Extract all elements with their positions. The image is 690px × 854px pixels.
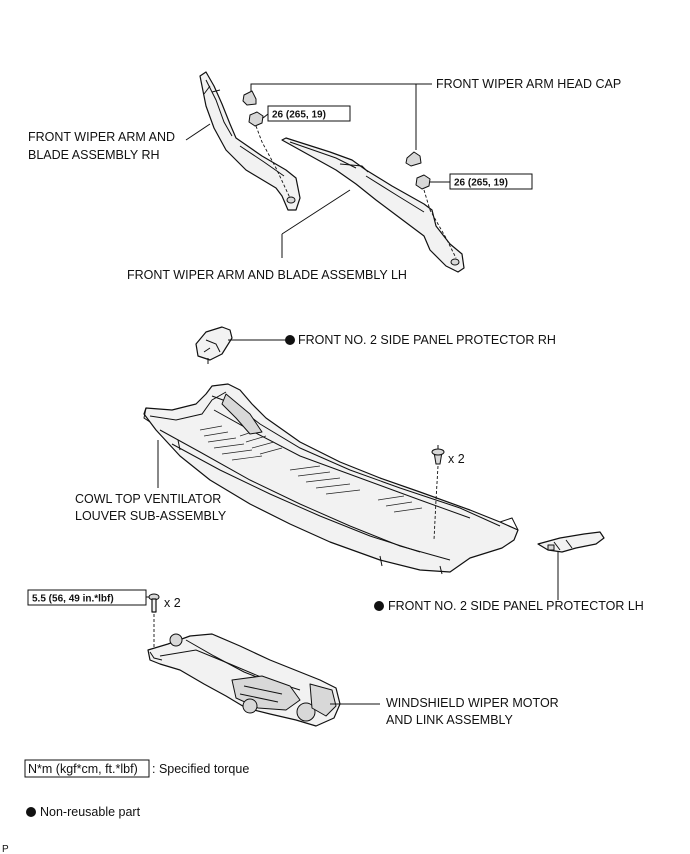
wiper-motor-illustration: [147, 633, 341, 727]
label-cowl-line2: LOUVER SUB-ASSEMBLY: [75, 509, 227, 523]
label-head-cap: FRONT WIPER ARM HEAD CAP: [436, 77, 621, 91]
torque-motor-bolt: 5.5 (56, 49 in.*lbf): [32, 594, 114, 605]
label-motor-line1: WINDSHIELD WIPER MOTOR: [386, 696, 559, 710]
wiper-arm-lh-illustration: [281, 137, 465, 273]
legend-torque-box: [24, 759, 150, 778]
legend-torque-units: N*m (kgf*cm, ft.*lbf): [28, 762, 138, 776]
label-cowl-line1: COWL TOP VENTILATOR: [75, 492, 221, 506]
label-arm-rh-line1: FRONT WIPER ARM AND: [28, 130, 175, 144]
head-cap-rh-icon: [242, 90, 257, 106]
bolt-icon: [148, 593, 160, 613]
bolt-quantity: x 2: [164, 596, 181, 610]
head-cap-lh-icon: [405, 151, 422, 167]
clip-icon: [431, 445, 445, 465]
torque-box-lh-nut: [449, 173, 533, 190]
nut-lh-icon: [415, 174, 431, 190]
nonreusable-dot-lh: [374, 601, 384, 611]
cowl-louver-illustration: [143, 383, 519, 575]
side-protector-lh-illustration: [537, 531, 605, 553]
nut-rh-icon: [248, 111, 264, 127]
label-motor-line2: AND LINK ASSEMBLY: [386, 713, 514, 727]
torque-rh-nut: 26 (265, 19): [272, 110, 326, 121]
label-side-protector-rh: FRONT NO. 2 SIDE PANEL PROTECTOR RH: [298, 333, 556, 347]
torque-lh-nut: 26 (265, 19): [454, 178, 508, 189]
label-arm-lh: FRONT WIPER ARM AND BLADE ASSEMBLY LH: [127, 268, 407, 282]
corner-mark: P: [2, 844, 9, 854]
label-arm-rh-line2: BLADE ASSEMBLY RH: [28, 148, 160, 162]
nonreusable-dot-rh: [285, 335, 295, 345]
legend-nonreusable-text: Non-reusable part: [40, 805, 141, 819]
side-protector-rh-illustration: [195, 326, 233, 364]
label-side-protector-lh: FRONT NO. 2 SIDE PANEL PROTECTOR LH: [388, 599, 644, 613]
torque-box-rh-nut: [267, 105, 351, 122]
legend-torque-text: : Specified torque: [152, 762, 249, 776]
legend-nonreusable-dot: [26, 807, 36, 817]
clip-quantity: x 2: [448, 452, 465, 466]
